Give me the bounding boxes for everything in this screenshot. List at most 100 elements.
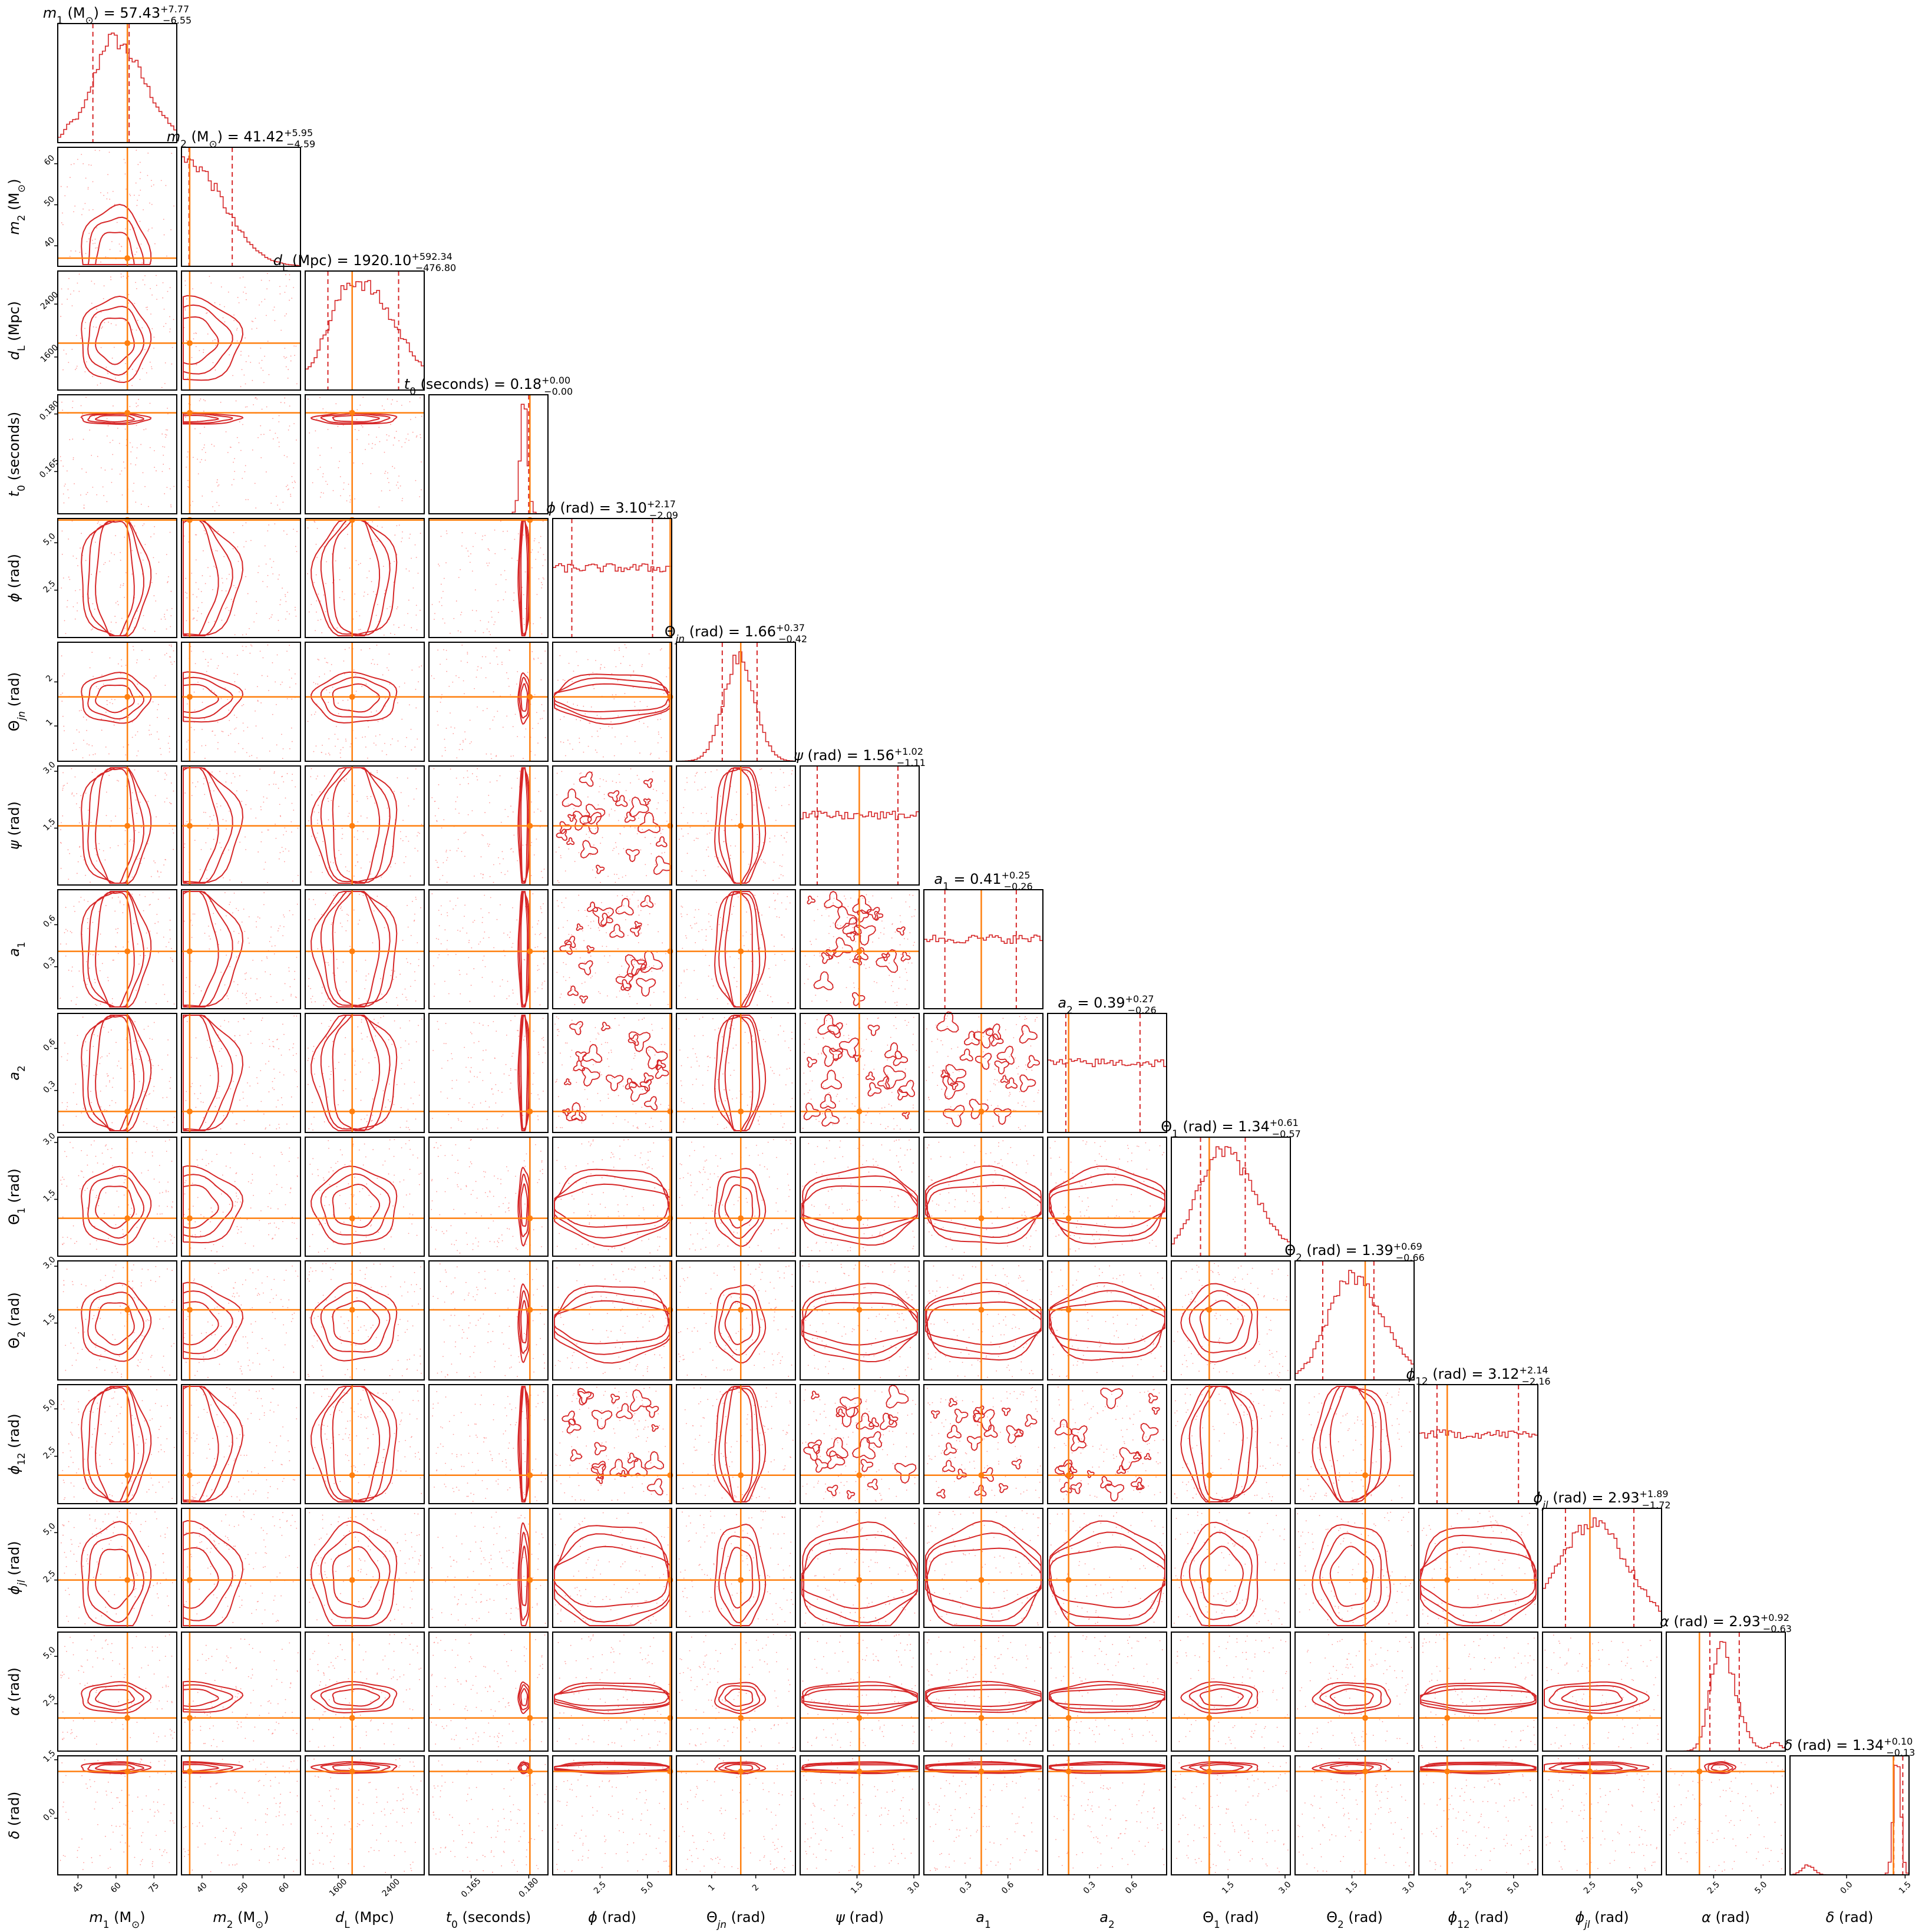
sample-dot (623, 848, 625, 850)
sample-dot (269, 617, 270, 619)
sample-dot (510, 1020, 511, 1022)
sample-dot (136, 457, 137, 459)
sample-dot (773, 861, 775, 863)
contour-level-2 (714, 891, 767, 1008)
sample-dot (118, 243, 120, 245)
sample-dot (354, 1064, 355, 1066)
contour-blob (807, 1056, 817, 1068)
sample-dot (878, 937, 880, 939)
sample-dot (517, 560, 518, 562)
sample-dot (517, 1030, 519, 1032)
sample-dot (220, 1128, 222, 1130)
sample-dot (233, 314, 235, 316)
sample-dot (158, 1181, 160, 1183)
sample-dot (111, 1002, 113, 1004)
sample-dot (775, 790, 777, 791)
sample-dot (994, 1068, 996, 1070)
sample-dot (214, 734, 216, 736)
sample-dot (100, 933, 101, 935)
sample-dot (572, 681, 573, 682)
sample-dot (561, 771, 563, 772)
sample-dot (167, 290, 169, 292)
sample-dot (96, 247, 98, 249)
sample-dot (480, 620, 481, 622)
sample-dot (441, 1068, 442, 1069)
sample-dot (807, 1092, 809, 1094)
sample-dot (695, 775, 696, 777)
contour-blob (881, 953, 890, 962)
sample-dot (825, 908, 827, 910)
sample-dot (342, 699, 344, 701)
sample-dot (537, 722, 539, 724)
sample-dot (853, 982, 854, 984)
sample-dot (466, 932, 468, 934)
sample-dot (742, 1021, 743, 1022)
contour-blob (876, 949, 898, 973)
sample-dot (467, 662, 468, 663)
sample-dot (483, 1050, 484, 1051)
sample-dot (505, 1064, 507, 1065)
sample-dot (501, 662, 503, 663)
sample-dot (161, 433, 163, 435)
sample-dot (255, 725, 257, 727)
sample-dot (265, 1128, 266, 1130)
sample-dot (990, 1105, 992, 1106)
sample-dot (174, 661, 175, 662)
sample-dot (828, 915, 830, 917)
sample-dot (207, 827, 209, 829)
sample-dot (360, 815, 362, 817)
sample-dot (440, 701, 441, 703)
sample-dot (622, 876, 623, 878)
sample-dot (194, 709, 196, 711)
sample-dot (742, 851, 744, 853)
sample-dot (698, 909, 699, 910)
sample-dot (120, 584, 121, 586)
sample-dot (216, 1097, 217, 1099)
sample-dot (599, 728, 601, 729)
sample-dot (169, 919, 171, 921)
sample-dot (336, 725, 337, 727)
sample-dot (204, 758, 206, 759)
sample-dot (61, 1102, 63, 1104)
sample-dot (117, 427, 118, 429)
sample-dot (238, 442, 240, 444)
sample-dot (82, 1016, 84, 1018)
sample-dot (600, 716, 602, 718)
sample-dot (61, 655, 62, 657)
sample-dot (268, 1091, 270, 1092)
sample-dot (214, 369, 216, 371)
sample-dot (156, 1003, 157, 1005)
sample-dot (137, 405, 139, 407)
sample-dot (64, 195, 66, 197)
sample-dot (168, 718, 169, 719)
sample-dot (93, 954, 94, 956)
sample-dot (573, 1108, 574, 1110)
sample-dot (331, 924, 332, 925)
sample-dot (345, 1037, 346, 1039)
sample-dot (854, 987, 855, 989)
contour-blob (959, 1048, 973, 1062)
sample-dot (790, 1049, 791, 1051)
sample-dot (510, 694, 511, 696)
sample-dot (1031, 1069, 1033, 1071)
sample-dot (376, 437, 377, 438)
sample-dot (884, 1001, 886, 1003)
sample-dot (647, 924, 649, 926)
sample-dot (394, 534, 396, 536)
sample-dot (692, 1108, 693, 1109)
sample-dot (245, 994, 246, 996)
truth-point (349, 948, 355, 955)
sample-dot (106, 418, 108, 420)
sample-dot (135, 799, 137, 801)
sample-dot (135, 1058, 137, 1060)
sample-dot (950, 1048, 952, 1049)
sample-dot (237, 990, 239, 992)
sample-dot (681, 916, 682, 917)
sample-dot (290, 496, 292, 497)
sample-dot (574, 861, 576, 862)
contour-blob (942, 1104, 965, 1128)
sample-dot (482, 917, 484, 919)
sample-dot (156, 275, 157, 276)
sample-dot (82, 413, 83, 415)
sample-dot (101, 729, 103, 731)
